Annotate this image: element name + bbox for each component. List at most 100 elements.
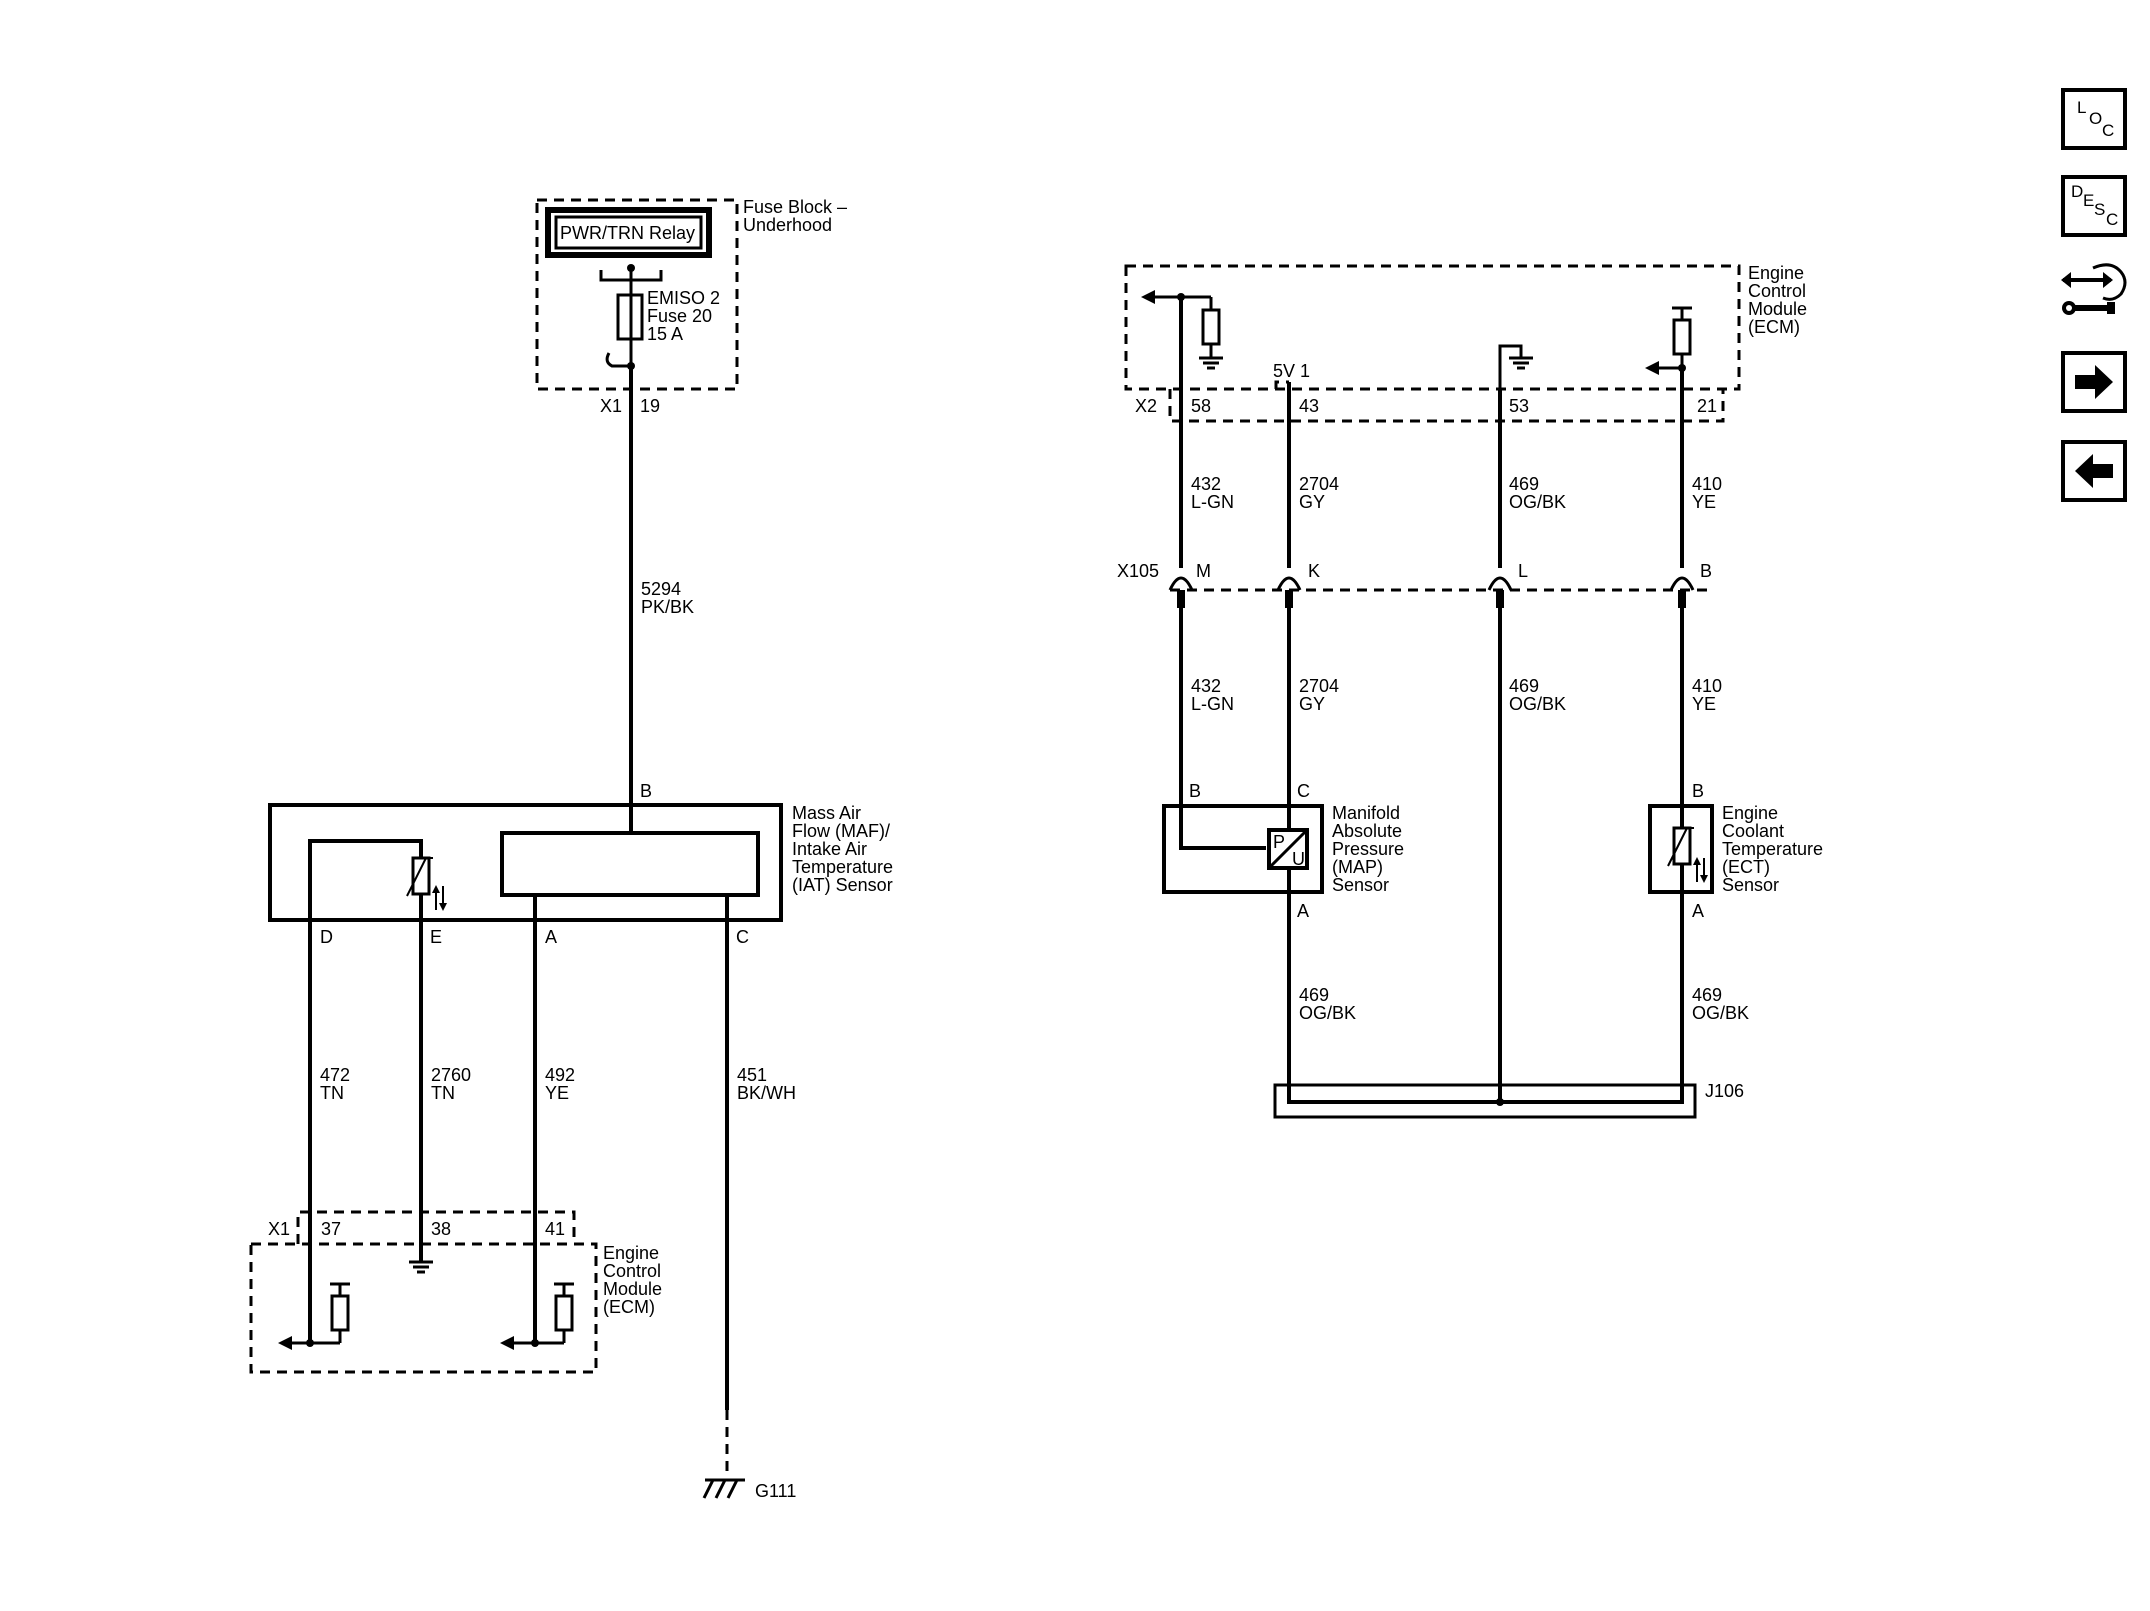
ecm-right-53-ground <box>1498 344 1533 389</box>
ecm-right-pin-53: 53 <box>1509 396 1529 416</box>
wire-5294-color: PK/BK <box>641 597 694 617</box>
loc-icon: L O C <box>2077 98 2114 140</box>
map-ground-wire-color: OG/BK <box>1299 1003 1356 1023</box>
ecm-left-pin-41: 41 <box>545 1219 565 1239</box>
lower-wire-432-circuit: 432 <box>1191 676 1221 696</box>
ecm-right: Engine Control Module (ECM) 5V 1 X2 58 4… <box>1124 263 1807 423</box>
maf-label-2: Flow (MAF)/ <box>792 821 890 841</box>
maf-label-3: Intake Air <box>792 839 867 859</box>
maf-pin-c: C <box>736 927 749 947</box>
ecm-left-ground-symbol <box>409 1260 433 1274</box>
map-ground-wire-circuit: 469 <box>1299 985 1329 1005</box>
map-pin-b: B <box>1189 781 1201 801</box>
lower-wire-410-circuit: 410 <box>1692 676 1722 696</box>
x105-label: X105 <box>1117 561 1159 581</box>
ecm-right-label-4: (ECM) <box>1748 317 1800 337</box>
ecm-right-pin-58: 58 <box>1191 396 1211 416</box>
lower-wire-469-circuit: 469 <box>1509 676 1539 696</box>
map-pin-a: A <box>1297 901 1309 921</box>
x105-pin-l: L <box>1518 561 1528 581</box>
ecm-right-58-circuit <box>1141 290 1223 370</box>
pwr-trn-relay-label: PWR/TRN Relay <box>560 223 695 243</box>
wire-472-circuit: 472 <box>320 1065 350 1085</box>
upper-wire-432-circuit: 432 <box>1191 474 1221 494</box>
ecm-left-label-2: Control <box>603 1261 661 1281</box>
maf-pin-a: A <box>545 927 557 947</box>
map-symbol-u: U <box>1292 849 1305 869</box>
ecm-left-pin-38: 38 <box>431 1219 451 1239</box>
maf-pin-e: E <box>430 927 442 947</box>
iat-thermistor-symbol <box>406 856 447 911</box>
fuse-block-underhood: Fuse Block – Underhood PWR/TRN Relay EMI… <box>535 197 847 416</box>
map-label-2: Absolute <box>1332 821 1402 841</box>
ect-ground-wire-color: OG/BK <box>1692 1003 1749 1023</box>
map-sensor: B C P U A Manifold Absolute Pressure (MA… <box>1162 781 1404 921</box>
lower-wire-410-color: YE <box>1692 694 1716 714</box>
fuse-label-3: 15 A <box>647 324 683 344</box>
ect-label-3: Temperature <box>1722 839 1823 859</box>
desc-icon: D E S C <box>2071 182 2118 229</box>
upper-wire-469-circuit: 469 <box>1509 474 1539 494</box>
ect-label-5: Sensor <box>1722 875 1779 895</box>
diagram-label: O <box>2089 109 2102 128</box>
upper-wire-410-color: YE <box>1692 492 1716 512</box>
upper-wire-410-circuit: 410 <box>1692 474 1722 494</box>
lower-wire-2704-circuit: 2704 <box>1299 676 1339 696</box>
lower-wire-2704-color: GY <box>1299 694 1325 714</box>
wire-492-color: YE <box>545 1083 569 1103</box>
map-label-5: Sensor <box>1332 875 1389 895</box>
upper-wire-432-color: L-GN <box>1191 492 1234 512</box>
ect-pin-a: A <box>1692 901 1704 921</box>
maf-iat-sensor: B Mass Air Flow (MAF)/ Intake Air Temper… <box>268 781 893 947</box>
previous-arrow-icon <box>2075 454 2113 488</box>
map-label-3: Pressure <box>1332 839 1404 859</box>
diagram-label: C <box>2102 121 2114 140</box>
diagram-label: D <box>2071 182 2083 201</box>
ecm-right-ref-5v: 5V 1 <box>1273 361 1310 381</box>
ecm-right-label-2: Control <box>1748 281 1806 301</box>
wire-2760-circuit: 2760 <box>431 1065 471 1085</box>
diagram-label: C <box>2106 210 2118 229</box>
ect-label-2: Coolant <box>1722 821 1784 841</box>
next-arrow-icon <box>2075 365 2113 399</box>
fuse-20-symbol <box>616 293 644 341</box>
diagram-label: L <box>2077 98 2086 117</box>
x105-pin-b: B <box>1700 561 1712 581</box>
connector-info-button[interactable] <box>2059 258 2131 330</box>
fuse-label-1: EMISO 2 <box>647 288 720 308</box>
ecm-left: X1 37 38 41 Engine Control Module (ECM) <box>249 1208 662 1374</box>
ecm-right-21-circuit <box>1645 306 1692 375</box>
next-page-button[interactable] <box>2061 351 2127 413</box>
diagram-label: S <box>2094 200 2105 219</box>
ecm-left-pullup-37 <box>278 1282 350 1350</box>
ect-label-1: Engine <box>1722 803 1778 823</box>
ecm-right-connector-x2: X2 <box>1135 396 1157 416</box>
splice-j106: J106 <box>1273 1081 1744 1119</box>
ecm-right-label-3: Module <box>1748 299 1807 319</box>
map-symbol-p: P <box>1273 832 1285 852</box>
previous-page-button[interactable] <box>2061 440 2127 502</box>
map-label-1: Manifold <box>1332 803 1400 823</box>
lower-wire-469-color: OG/BK <box>1509 694 1566 714</box>
upper-wire-2704-color: GY <box>1299 492 1325 512</box>
x105-pin-k: K <box>1308 561 1320 581</box>
upper-wire-469-color: OG/BK <box>1509 492 1566 512</box>
fuse-block-title-2: Underhood <box>743 215 832 235</box>
lower-wire-432-color: L-GN <box>1191 694 1234 714</box>
ground-g111-label: G111 <box>755 1481 796 1501</box>
ecm-left-label-1: Engine <box>603 1243 659 1263</box>
fuse-block-title: Fuse Block – <box>743 197 847 217</box>
diagram-label: E <box>2083 191 2094 210</box>
loc-button[interactable]: L O C <box>2061 88 2127 150</box>
wire-492-circuit: 492 <box>545 1065 575 1085</box>
maf-label-5: (IAT) Sensor <box>792 875 893 895</box>
ecm-left-pin-37: 37 <box>321 1219 341 1239</box>
maf-pin-b: B <box>640 781 652 801</box>
fuse-pin-19: 19 <box>640 396 660 416</box>
upper-wire-2704-circuit: 2704 <box>1299 474 1339 494</box>
wire-5294-circuit: 5294 <box>641 579 681 599</box>
ground-g111: G111 <box>702 1410 796 1501</box>
desc-button[interactable]: D E S C <box>2061 175 2127 237</box>
ect-label-4: (ECT) <box>1722 857 1770 877</box>
